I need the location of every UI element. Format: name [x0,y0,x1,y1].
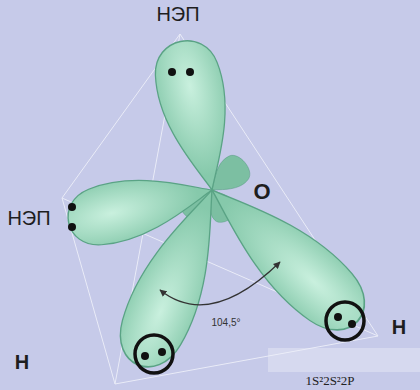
electron-dots [68,68,356,360]
angle-arc [160,262,280,305]
atom-label: H [15,351,29,373]
atom-label: O [253,180,270,204]
hybrid-orbital-lobes [62,35,380,378]
atom-label: H [392,316,406,338]
electron-configuration: 1S²2S²2P [306,374,355,388]
tetrahedron [62,34,378,384]
lone-pair-label: НЭП [7,207,50,229]
lone-pair-label: НЭП [156,3,199,25]
highlight-circle [135,302,364,373]
angle-label: 104,5° [211,317,240,328]
